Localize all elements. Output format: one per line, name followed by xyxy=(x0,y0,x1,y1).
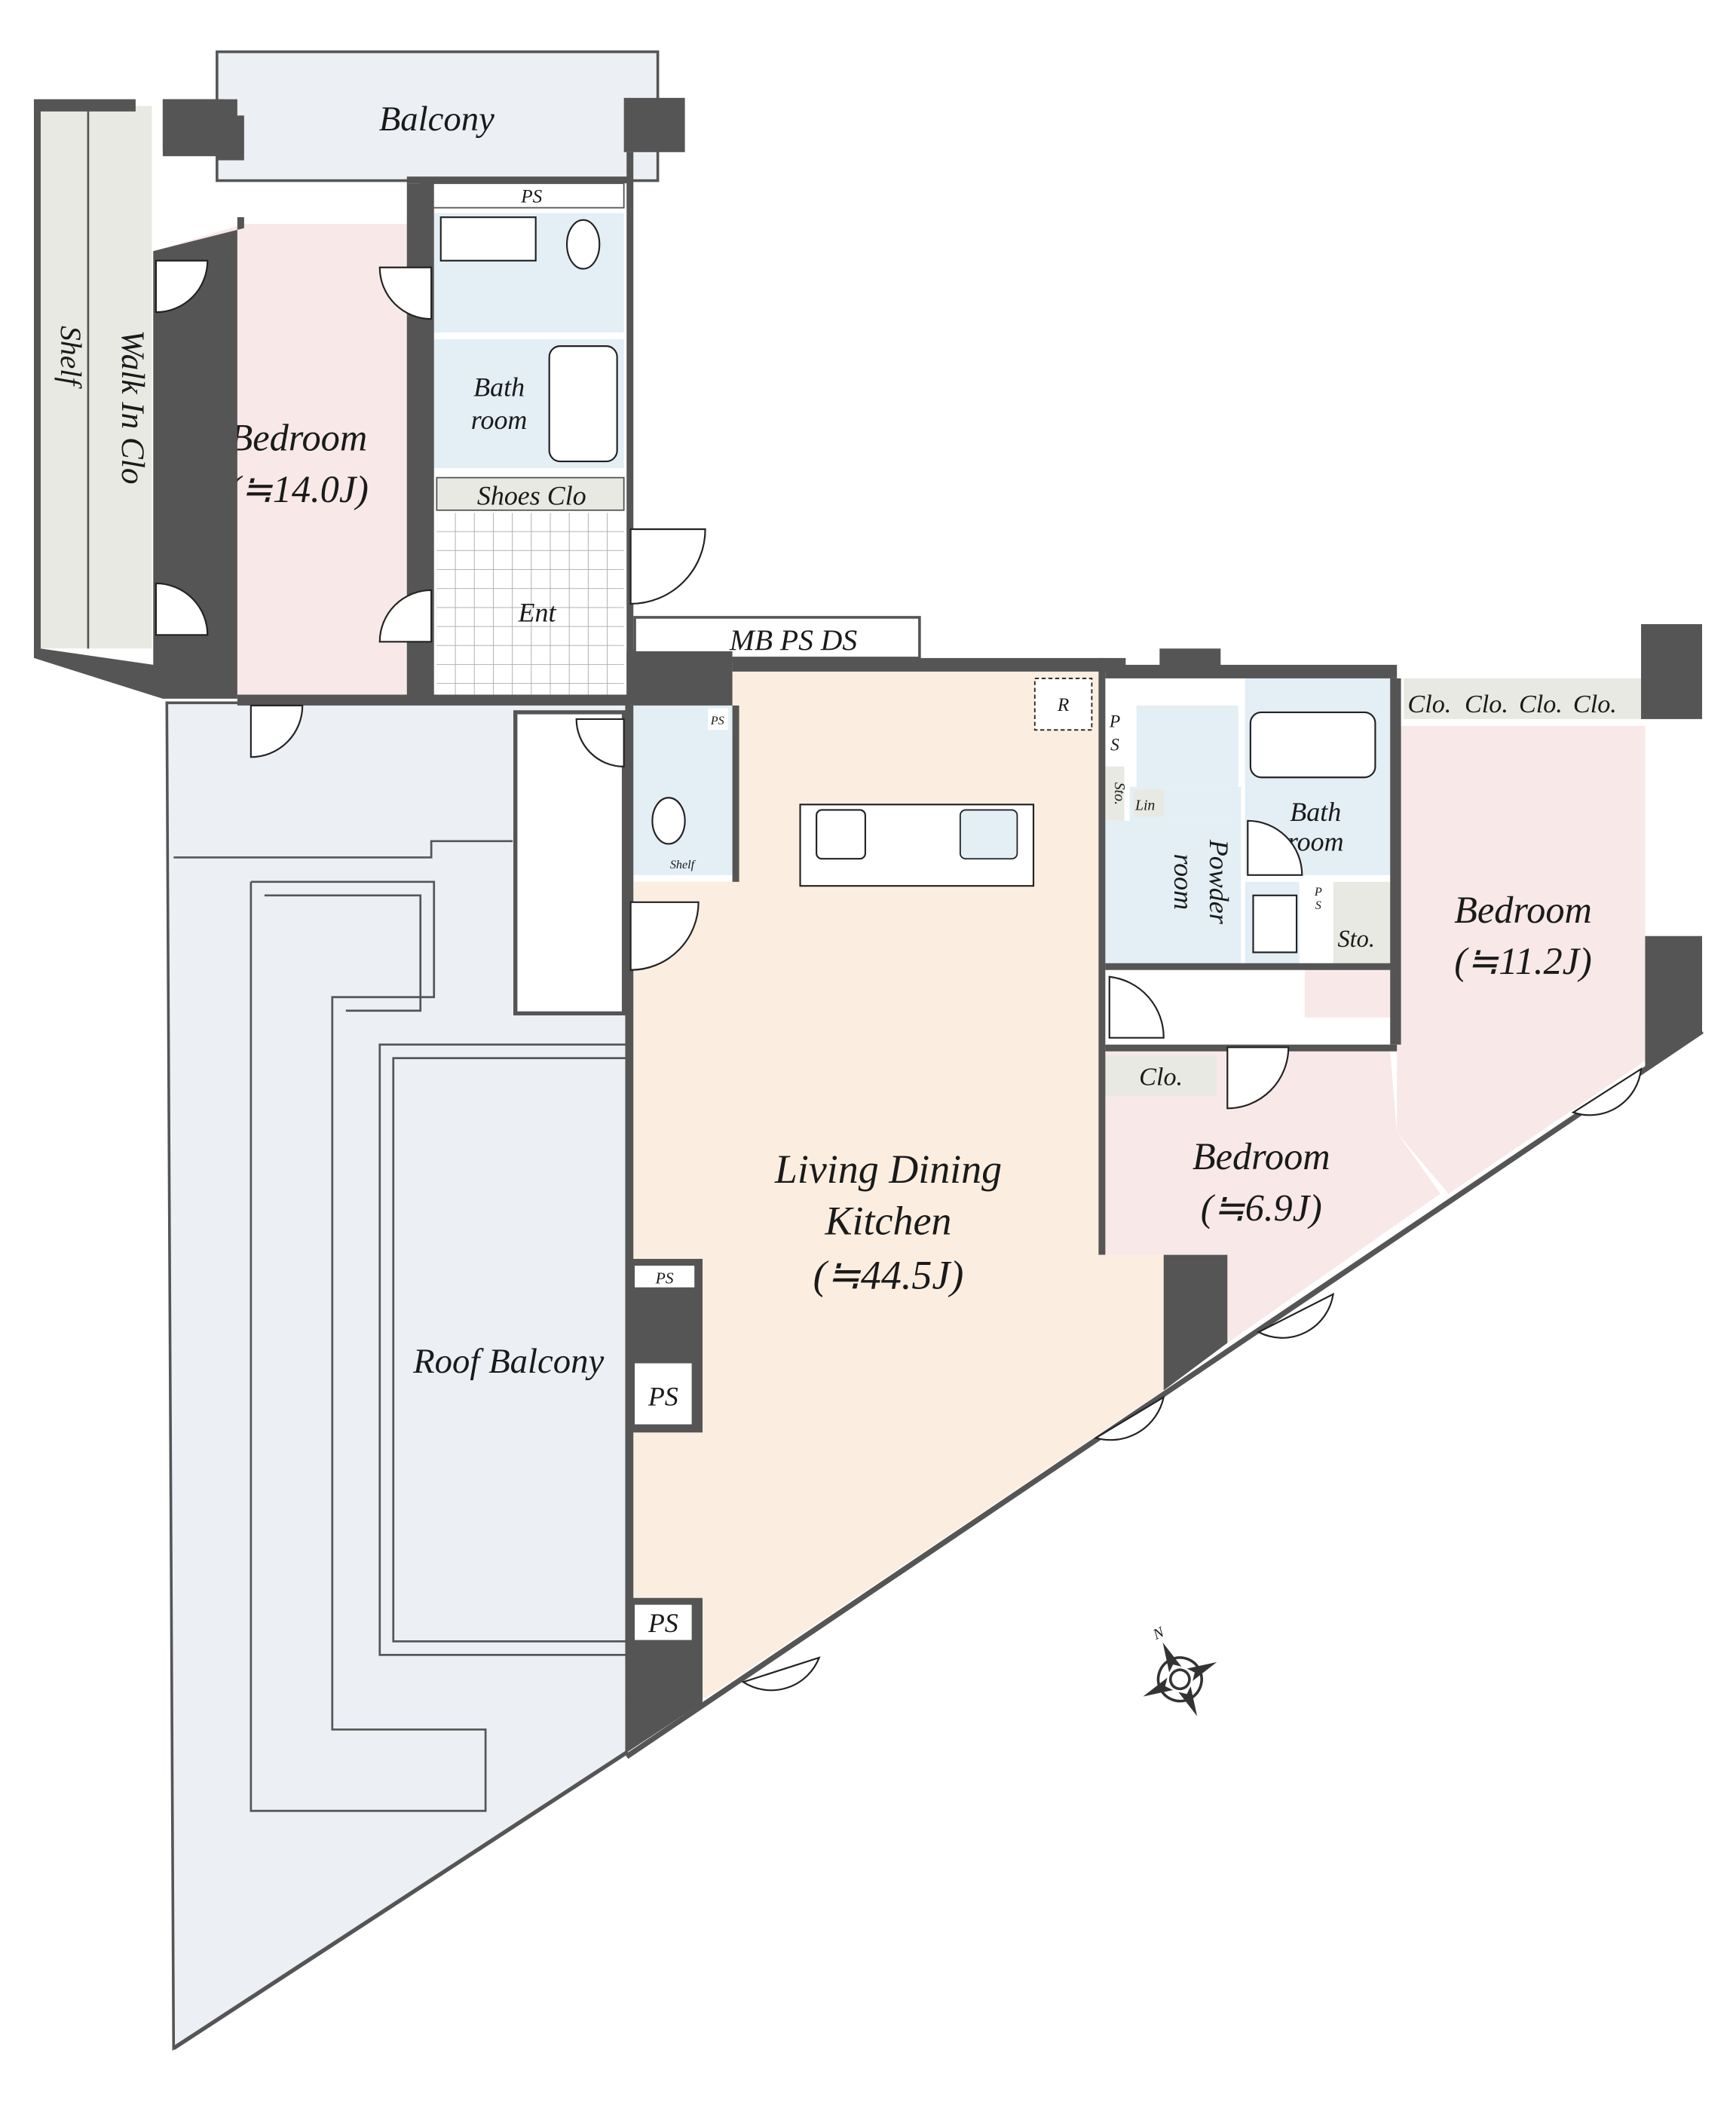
closet-row: Clo. Clo. Clo. Clo. xyxy=(1404,678,1642,719)
ps-tiny-p: P xyxy=(1314,885,1322,899)
bedroom-small: Clo. Bedroom (≒6.9J) xyxy=(1105,1051,1441,1343)
lin-label: Lin xyxy=(1134,797,1155,813)
clo-small-label: Clo. xyxy=(1139,1064,1183,1092)
ps-mid-label: PS xyxy=(648,1381,678,1411)
door-icon xyxy=(1247,819,1303,876)
door-icon xyxy=(1094,1395,1165,1441)
ldk-label-2: Kitchen xyxy=(825,1199,952,1244)
door-icon xyxy=(155,259,209,314)
compass-rose-icon: N xyxy=(1143,1623,1217,1716)
doors xyxy=(155,259,1643,1692)
bedroom-main-label: Bedroom xyxy=(229,417,367,459)
ent-label: Ent xyxy=(518,597,557,627)
door-icon xyxy=(1108,975,1165,1039)
stove-icon xyxy=(816,809,866,860)
door-icon xyxy=(1226,1046,1290,1110)
refrigerator-label: R xyxy=(1057,695,1069,715)
door-icon xyxy=(1571,1067,1643,1116)
bedroom-right: Bedroom (≒11.2J) xyxy=(1397,725,1646,1194)
ps-toilet-label: PS xyxy=(710,714,724,727)
shoes-clo-label: Shoes Clo xyxy=(477,481,586,511)
ps-top-label: PS xyxy=(520,186,542,207)
mb-ps-ds-label: MB PS DS xyxy=(729,623,857,657)
linen-closet xyxy=(1134,789,1164,817)
door-icon xyxy=(629,901,700,971)
bathroom-left-label: Bath xyxy=(473,372,525,403)
compass-north-label: N xyxy=(1150,1623,1168,1643)
ldk-label-1: Living Dining xyxy=(774,1147,1002,1192)
door-icon xyxy=(1257,1292,1335,1339)
bathtub-icon xyxy=(548,345,618,463)
powder-room xyxy=(1105,820,1242,963)
door-icon xyxy=(741,1656,821,1692)
ps-small-label: PS xyxy=(655,1269,674,1287)
sto-right-label: Sto. xyxy=(1337,926,1374,953)
bedroom-right-size: (≒11.2J) xyxy=(1454,940,1592,982)
door-icon xyxy=(155,582,209,636)
walk-in-clo-label: Walk In Clo xyxy=(115,330,150,485)
entrance-door-icon[interactable] xyxy=(629,528,706,605)
toilet-icon xyxy=(651,797,686,845)
ps-right-p: P xyxy=(1109,712,1120,732)
clo-4-label: Clo. xyxy=(1573,691,1617,718)
entrance xyxy=(436,513,624,699)
bathtub-icon xyxy=(1249,711,1376,779)
toilet-icon xyxy=(565,219,601,270)
shelf-label: Shelf xyxy=(54,326,87,389)
powder-room-label-2: room xyxy=(1168,853,1199,910)
door-icon xyxy=(378,589,433,643)
ps-right-s: S xyxy=(1110,735,1119,755)
bathroom-right-label: Bath xyxy=(1290,797,1341,827)
toilet-shelf-label: Shelf xyxy=(670,858,697,871)
bedroom-right-label: Bedroom xyxy=(1454,889,1592,931)
ps-tiny-s: S xyxy=(1315,899,1321,912)
vanity-icon xyxy=(439,216,537,262)
balcony: Balcony xyxy=(216,50,660,182)
ldk-size: (≒44.5J) xyxy=(813,1253,964,1298)
walk-in-closet: Walk In Clo Shelf xyxy=(38,106,152,649)
living-dining-kitchen: PS Shelf R Living Dining Kitchen (≒44.5J… xyxy=(630,671,1164,1698)
bedroom-small-size: (≒6.9J) xyxy=(1201,1187,1322,1229)
bedroom-main-size: (≒14.0J) xyxy=(228,468,369,510)
powder-room-label-1: Powder xyxy=(1204,839,1234,925)
sto-small-label: Sto. xyxy=(1111,782,1128,805)
balcony-label: Balcony xyxy=(379,100,494,139)
clo-2-label: Clo. xyxy=(1465,691,1508,718)
ps-low-label: PS xyxy=(648,1608,678,1638)
bathroom-left-label-2: room xyxy=(471,405,528,435)
sink-icon xyxy=(959,809,1018,860)
clo-1-label: Clo. xyxy=(1407,691,1451,718)
washer-icon xyxy=(1252,894,1298,954)
bedroom-small-label: Bedroom xyxy=(1193,1135,1330,1177)
door-icon xyxy=(575,718,625,767)
door-icon xyxy=(250,704,304,758)
roof-balcony-label: Roof Balcony xyxy=(412,1342,604,1381)
clo-3-label: Clo. xyxy=(1519,691,1563,718)
door-icon xyxy=(378,266,433,320)
